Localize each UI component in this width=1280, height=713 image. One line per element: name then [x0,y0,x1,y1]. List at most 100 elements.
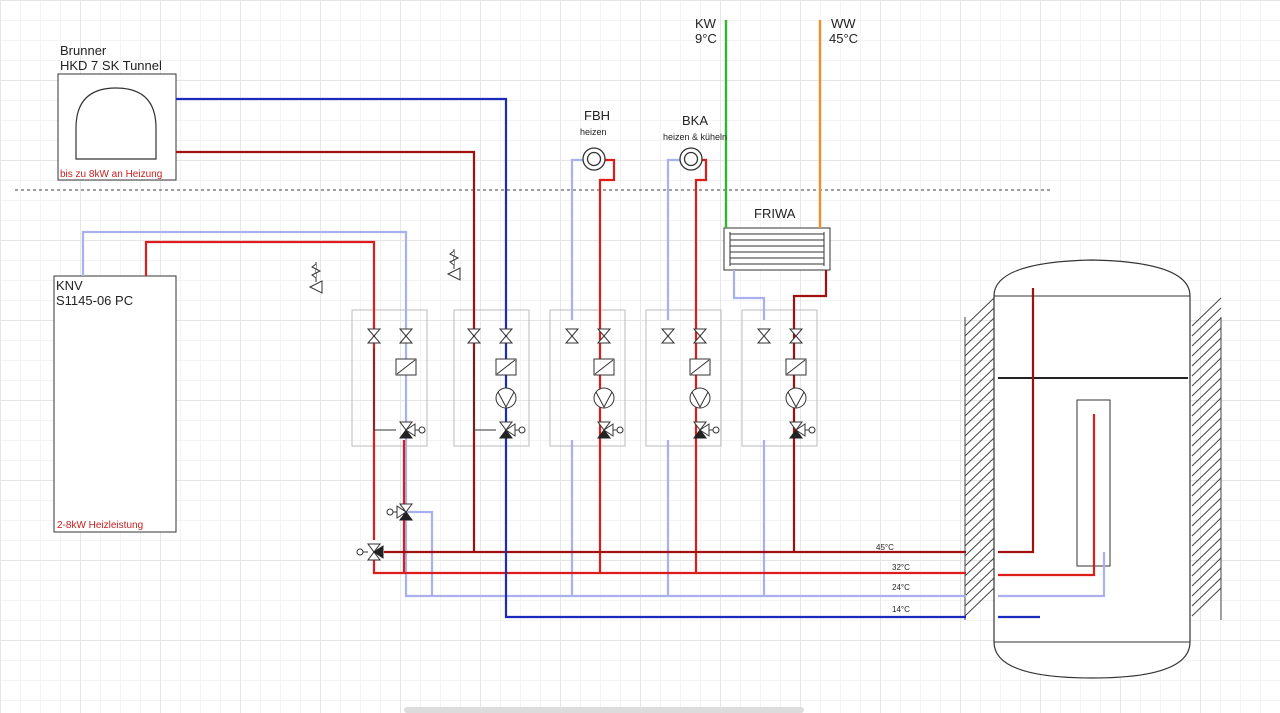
shutoff-valve[interactable] [498,328,514,344]
hatch-line [964,577,995,607]
hatch-line [964,297,995,327]
kw-label-line1: KW [695,16,716,31]
mixing-valve[interactable] [499,421,526,439]
hatch-line [964,457,995,487]
safety-valve-1[interactable] [308,262,323,294]
ww-label-line2: 45°C [829,31,859,46]
hatch-line [964,587,995,617]
module-fbh[interactable] [549,309,626,447]
brunner-stove[interactable] [57,73,177,181]
circulation-pump[interactable] [593,387,615,409]
component-symbols [356,328,816,561]
hatch-line [964,367,995,397]
fbh-sub-label: heizen [580,127,607,137]
hatch-line [1191,427,1222,457]
module-bka[interactable] [645,309,722,447]
hatch-line [964,377,995,407]
friwa-label: FRIWA [754,206,796,221]
shutoff-valve[interactable] [398,328,414,344]
shutoff-valve[interactable] [660,328,676,344]
circulation-pump[interactable] [495,387,517,409]
hatch-line [1191,367,1222,397]
hatch-line [964,557,995,587]
hatch-line [1191,577,1222,607]
shutoff-valve[interactable] [692,328,708,344]
check-valve[interactable] [593,358,615,376]
hatch-line [1191,517,1222,547]
hatch-line [1191,337,1222,367]
module-knv[interactable] [351,309,428,447]
shutoff-valve[interactable] [564,328,580,344]
knv-heat-pump[interactable] [53,275,177,533]
hatch-line [964,497,995,527]
brunner-label-line2: HKD 7 SK Tunnel [60,58,162,73]
hatch-line [1191,377,1222,407]
mixing-valve[interactable] [789,421,816,439]
check-valve[interactable] [785,358,807,376]
hatch-line [964,407,995,437]
temp-label-24: 24°C [892,583,910,592]
hatch-line [964,477,995,507]
shutoff-valve[interactable] [756,328,772,344]
hatch-line [1191,347,1222,377]
hatch-line [964,527,995,557]
hot-flow-pipes [144,158,1096,577]
hatch-line [1191,507,1222,537]
hatch-line [1191,487,1222,517]
hatch-line [1191,307,1222,337]
mixing-valve[interactable] [597,421,624,439]
hatch-line [1191,467,1222,497]
circulation-pump[interactable] [689,387,711,409]
fbh-circuit-symbol[interactable] [582,147,606,171]
buffer-tank[interactable] [993,259,1191,679]
hatch-line [964,537,995,567]
hatch-line [1191,387,1222,417]
mixing-valve-return[interactable] [386,503,413,521]
check-valve[interactable] [495,358,517,376]
hatch-line [1191,497,1222,527]
module-brunner[interactable] [453,309,530,447]
shutoff-valve[interactable] [466,328,482,344]
kw-label-line2: 9°C [695,31,717,46]
cold-return-pipes [81,158,1106,598]
module-friwa[interactable] [741,309,818,447]
mixing-valve[interactable] [693,421,720,439]
knv-note: 2-8kW Heizleistung [57,520,144,531]
temp-label-14: 14°C [892,605,910,614]
check-valve[interactable] [395,358,417,376]
hatch-line [964,337,995,367]
hatch-line [1191,527,1222,557]
hatch-line [1191,557,1222,587]
check-valve[interactable] [689,358,711,376]
hatch-line [964,507,995,537]
knv-label-line1: KNV [56,278,83,293]
brunner-note: bis zu 8kW an Heizung [60,169,163,180]
mixing-valve-main[interactable] [356,543,384,561]
horizontal-scrollbar[interactable] [404,707,804,713]
temp-label-45: 45°C [876,543,894,552]
hatch-line [1191,397,1222,427]
mixing-valve[interactable] [399,421,426,439]
brunner-label-line1: Brunner [60,43,107,58]
hatch-line [1191,417,1222,447]
shutoff-valve[interactable] [596,328,612,344]
hatch-line [964,547,995,577]
circulation-pump[interactable] [785,387,807,409]
hatch-line [1191,407,1222,437]
friwa-heat-exchanger[interactable] [723,227,831,271]
hatch-line [964,307,995,337]
fbh-label: FBH [584,108,610,123]
safety-valve-2[interactable] [446,249,461,281]
knv-label-line2: S1145-06 PC [56,293,134,308]
hatch-line [1191,317,1222,347]
bka-circuit-symbol[interactable] [679,147,703,171]
shutoff-valve[interactable] [366,328,382,344]
low-temp-pipes [176,97,1040,619]
hatch-line [964,427,995,457]
bka-label: BKA [682,113,709,128]
hatch-line [1191,477,1222,507]
hatch-line [1191,297,1222,327]
hatch-line [964,327,995,357]
shutoff-valve[interactable] [788,328,804,344]
